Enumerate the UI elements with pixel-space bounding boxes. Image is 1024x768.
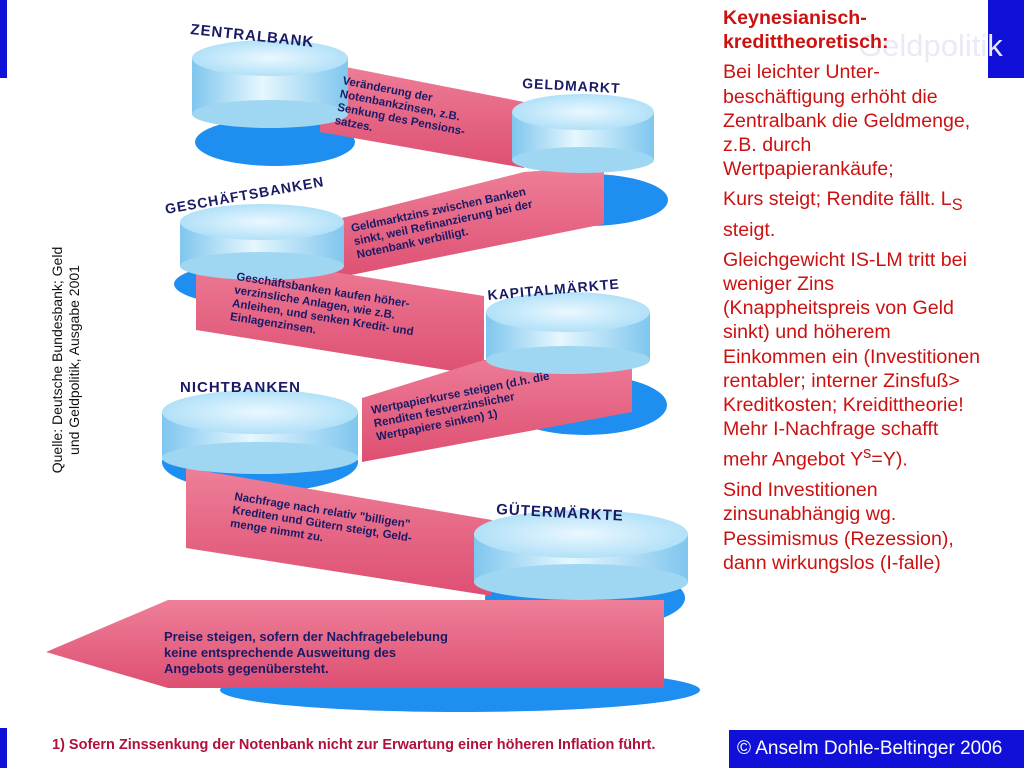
ribbon-4-band bbox=[362, 350, 632, 462]
monetary-transmission-diagram: ZENTRALBANK GELDMARKT GESCHÄFTSBANKEN KA… bbox=[46, 21, 700, 712]
explanation-panel: Keynesianisch-kredittheoretisch: Bei lei… bbox=[723, 6, 985, 581]
label-nichtbanken: NICHTBANKEN bbox=[180, 379, 301, 396]
ribbon-1-band bbox=[320, 62, 524, 168]
copyright-bar: © Anselm Dohle-Beltinger 2006 bbox=[729, 730, 1024, 768]
ribbon-6-arrow bbox=[46, 600, 664, 688]
p3-suffix: =Y). bbox=[871, 448, 908, 471]
cylinder-nichtbanken bbox=[162, 390, 358, 474]
cylinder-zentralbank bbox=[192, 40, 348, 128]
cylinder-guetermaerkte bbox=[474, 510, 688, 600]
explanation-paragraph-4: Sind Investitionen zinsunabhängig wg. Pe… bbox=[723, 479, 954, 574]
label-guetermaerkte: GÜTERMÄRKTE bbox=[496, 501, 624, 525]
label-geldmarkt: GELDMARKT bbox=[522, 75, 621, 96]
ribbon-5-band bbox=[186, 468, 492, 596]
left-accent-bar-bottom bbox=[0, 728, 7, 768]
explanation-paragraph-3: Gleichgewicht IS-LM tritt bei weniger Zi… bbox=[723, 248, 985, 472]
p2-suffix: steigt. bbox=[723, 218, 776, 241]
p2-subscript: S bbox=[951, 196, 963, 215]
shadow-zentralbank bbox=[195, 118, 355, 166]
explanation-heading: Keynesianisch-kredittheoretisch: bbox=[723, 7, 889, 54]
source-note-text: Quelle: Deutsche Bundesbank; Geld und Ge… bbox=[49, 246, 82, 474]
explanation-paragraph-2: Kurs steigt; Rendite fällt. LS steigt. bbox=[723, 187, 985, 241]
ribbon-2-band bbox=[326, 166, 604, 280]
ribbon-6-text: Preise steigen, sofern der Nachfragebele… bbox=[164, 629, 448, 676]
footnote: 1) Sofern Zinssenkung der Notenbank nich… bbox=[52, 737, 656, 753]
cylinder-geldmarkt bbox=[512, 94, 654, 173]
cylinder-geschaeftsbanken bbox=[180, 204, 344, 280]
p3-prefix: Gleichgewicht IS-LM tritt bei weniger Zi… bbox=[723, 248, 981, 471]
cylinder-kapitalmaerkte bbox=[486, 292, 650, 374]
ribbon-6-line: Preise steigen, sofern der Nachfragebele… bbox=[164, 629, 448, 644]
explanation-paragraph-1: Bei leichter Unter-beschäftigung erhöht … bbox=[723, 61, 971, 181]
ribbon-6-line: keine entsprechende Ausweitung des bbox=[164, 645, 396, 660]
copyright-text: © Anselm Dohle-Beltinger 2006 bbox=[737, 738, 1003, 759]
p3-superscript: s bbox=[863, 444, 872, 463]
slide-title: Geldpolitik bbox=[858, 28, 1003, 63]
right-accent-bar bbox=[988, 0, 1024, 78]
ribbon-3-band bbox=[196, 250, 484, 376]
source-note: Quelle: Deutsche Bundesbank; Geld und Ge… bbox=[6, 240, 126, 480]
ribbon-6-line: Angebots gegenübersteht. bbox=[164, 661, 329, 676]
p2-prefix: Kurs steigt; Rendite fällt. L bbox=[723, 188, 952, 211]
left-accent-bar-top bbox=[0, 0, 7, 78]
